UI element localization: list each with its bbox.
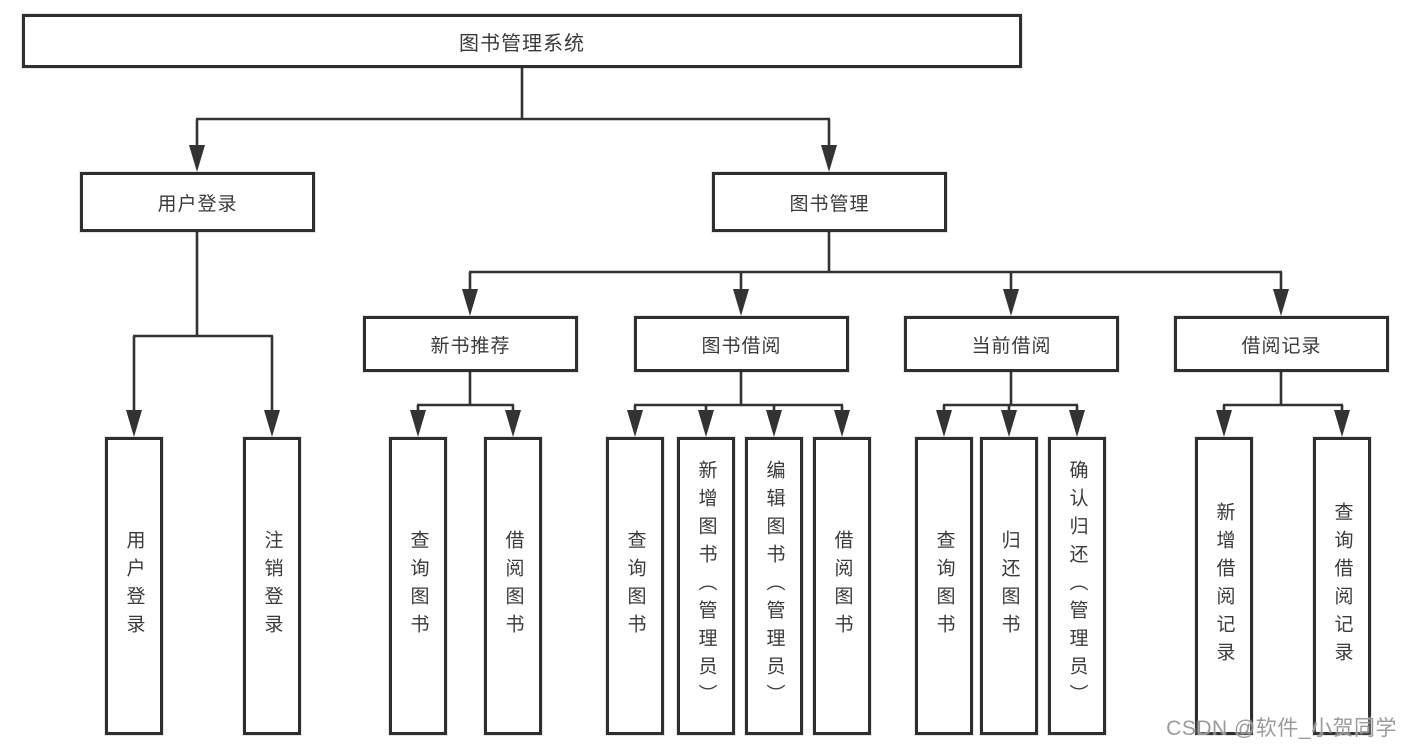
leaf-confirm-return-admin: 确认归还（管理员） <box>1048 437 1106 735</box>
leaf-logout: 注销登录 <box>243 437 301 735</box>
node-new-book-recommend: 新书推荐 <box>363 316 578 372</box>
node-book-borrow: 图书借阅 <box>634 316 849 372</box>
leaf-return-book: 归还图书 <box>980 437 1038 735</box>
node-system-root: 图书管理系统 <box>22 14 1022 68</box>
leaf-borrow-book-1: 借阅图书 <box>484 437 542 735</box>
leaf-borrow-book-2: 借阅图书 <box>813 437 871 735</box>
leaf-add-book-admin: 新增图书（管理员） <box>677 437 735 735</box>
node-user-login: 用户登录 <box>80 172 315 232</box>
leaf-edit-book-admin: 编辑图书（管理员） <box>745 437 803 735</box>
leaf-query-book-2: 查询图书 <box>606 437 664 735</box>
arrowheads <box>126 145 1350 437</box>
watermark: CSDN @软件_小贺同学 <box>1166 717 1397 740</box>
leaf-query-borrow-record: 查询借阅记录 <box>1313 437 1371 735</box>
node-borrow-records: 借阅记录 <box>1174 316 1389 372</box>
leaf-add-borrow-record: 新增借阅记录 <box>1195 437 1253 735</box>
leaf-query-book-1: 查询图书 <box>389 437 447 735</box>
leaf-user-login: 用户登录 <box>105 437 163 735</box>
leaf-query-book-3: 查询图书 <box>915 437 973 735</box>
node-current-borrow: 当前借阅 <box>904 316 1119 372</box>
node-book-management: 图书管理 <box>712 172 947 232</box>
connector-stems <box>132 68 1344 415</box>
